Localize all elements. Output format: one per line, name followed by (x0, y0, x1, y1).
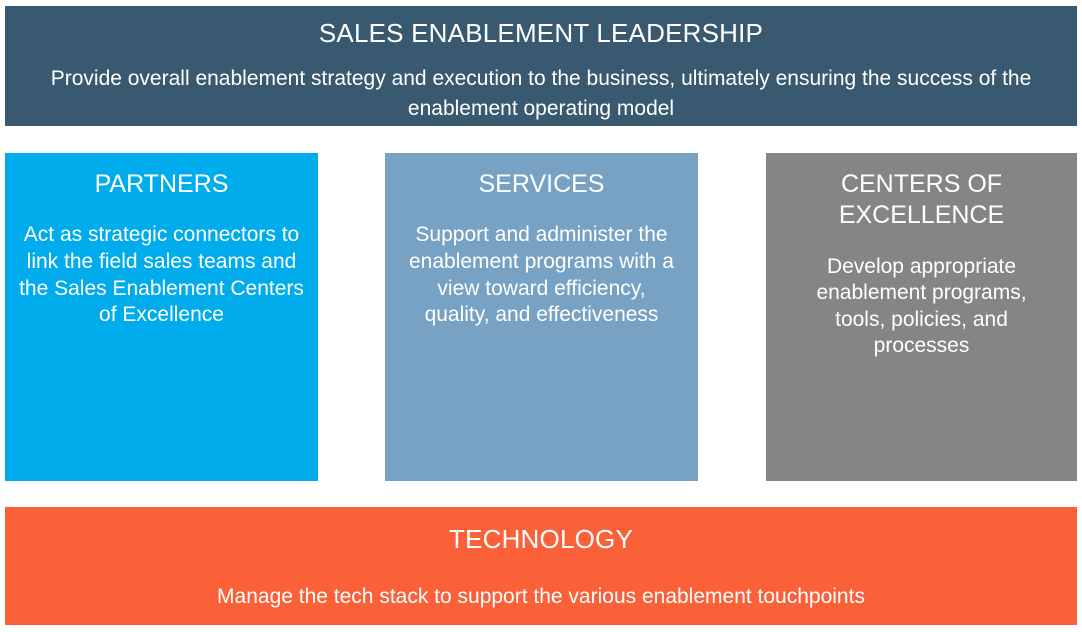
pillar-partners-title: PARTNERS (94, 170, 229, 198)
leadership-title: SALES ENABLEMENT LEADERSHIP (318, 18, 764, 48)
pillar-centers-of-excellence-title: CENTERS OF EXCELLENCE (838, 170, 1005, 230)
pillar-centers-of-excellence-description: Develop appropriate enablement programs,… (816, 254, 1027, 358)
pillar-centers-of-excellence: CENTERS OF EXCELLENCE Develop appropriat… (766, 153, 1077, 481)
technology-banner: TECHNOLOGY Manage the tech stack to supp… (5, 507, 1077, 625)
technology-title: TECHNOLOGY (448, 524, 634, 554)
pillar-services-title: SERVICES (478, 170, 605, 198)
pillar-services: SERVICES Support and administer the enab… (385, 153, 698, 481)
pillar-partners: PARTNERS Act as strategic connectors to … (5, 153, 318, 481)
leadership-banner: SALES ENABLEMENT LEADERSHIP Provide over… (5, 6, 1077, 126)
pillar-partners-description: Act as strategic connectors to link the … (19, 223, 304, 327)
technology-description: Manage the tech stack to support the var… (217, 585, 865, 608)
pillar-services-description: Support and administer the enablement pr… (409, 223, 674, 327)
leadership-description: Provide overall enablement strategy and … (50, 67, 1032, 121)
